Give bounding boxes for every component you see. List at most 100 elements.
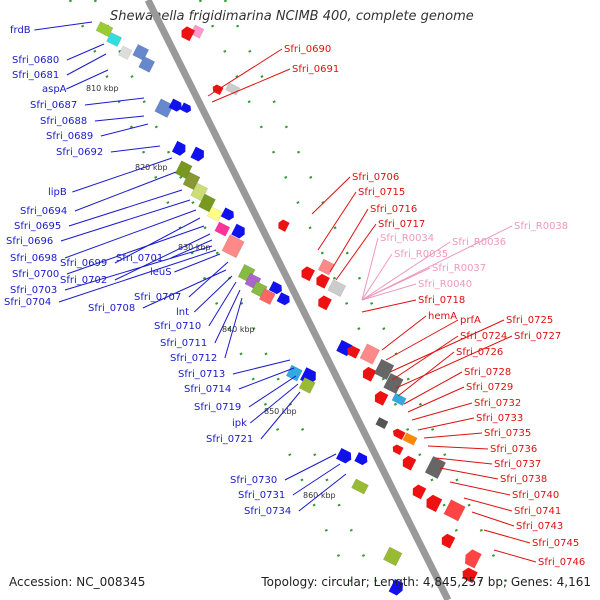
left-gene-label: Sfri_0700 bbox=[12, 269, 59, 280]
gene-block-58 bbox=[382, 546, 403, 567]
gene-feature-4 bbox=[138, 55, 156, 73]
gene-arrow-56 bbox=[426, 494, 443, 513]
gene-feature-2 bbox=[118, 45, 133, 60]
left-gene-leader bbox=[284, 453, 337, 481]
left-gene-leader bbox=[193, 275, 233, 313]
left-gene-leader bbox=[34, 21, 93, 31]
left-gene-label: Sfri_0719 bbox=[194, 402, 241, 413]
left-gene-leader bbox=[84, 97, 145, 106]
right-gene-label: Sfri_0738 bbox=[500, 474, 547, 485]
gene-feature-28 bbox=[268, 281, 282, 295]
gene-block-5 bbox=[190, 24, 205, 39]
kbp-tick-label: 840 kbp bbox=[222, 325, 255, 334]
gene-feature-19 bbox=[220, 207, 234, 221]
gene-block-7 bbox=[154, 98, 174, 118]
left-gene-leader bbox=[214, 289, 241, 344]
right-gene-leader bbox=[407, 386, 465, 413]
right-gene-label: Sfri_0715 bbox=[358, 187, 405, 198]
left-gene-label: Sfri_0711 bbox=[160, 338, 207, 349]
left-gene-leader bbox=[68, 189, 183, 227]
gene-feature-7 bbox=[154, 98, 174, 118]
gene-feature-48 bbox=[392, 444, 404, 456]
left-gene-leader bbox=[248, 375, 297, 408]
right-gene-leader bbox=[391, 335, 459, 381]
left-gene-leader bbox=[114, 233, 211, 281]
left-gene-leader bbox=[74, 171, 177, 212]
gene-arrow-23 bbox=[278, 219, 290, 232]
gene-feature-56 bbox=[426, 494, 443, 513]
gene-feature-20 bbox=[214, 221, 231, 237]
left-gene-label: Sfri_0701 bbox=[116, 253, 163, 264]
right-gene-leader bbox=[385, 319, 459, 361]
left-gene-leader bbox=[224, 297, 243, 359]
left-gene-label: aspA bbox=[42, 84, 67, 95]
left-gene-leader bbox=[260, 391, 301, 440]
gene-block-4 bbox=[138, 55, 156, 73]
gene-block-2 bbox=[118, 45, 133, 60]
right-gene-leader bbox=[317, 191, 357, 251]
left-gene-label: Sfri_0730 bbox=[230, 475, 277, 486]
gene-feature-57 bbox=[443, 499, 466, 522]
gene-block-51 bbox=[424, 455, 447, 480]
gene-feature-22 bbox=[221, 234, 245, 259]
gene-feature-62 bbox=[462, 567, 478, 584]
gene-feature-53 bbox=[336, 447, 352, 464]
gene-feature-1 bbox=[106, 31, 123, 48]
rna-gene-label: Sfri_R0036 bbox=[452, 237, 506, 248]
gene-block-18 bbox=[206, 206, 223, 222]
gene-feature-37 bbox=[298, 376, 316, 394]
gene-arrow-41 bbox=[362, 366, 377, 382]
gene-block-0 bbox=[95, 21, 114, 38]
left-gene-leader bbox=[232, 359, 291, 375]
right-gene-label: Sfri_0729 bbox=[466, 382, 513, 393]
gene-feature-17 bbox=[198, 193, 216, 213]
left-gene-label: frdB bbox=[10, 25, 31, 36]
gene-arrow-60 bbox=[388, 578, 404, 596]
gene-feature-54 bbox=[354, 452, 368, 466]
gene-feature-5 bbox=[190, 24, 205, 39]
left-gene-label: Sfri_0710 bbox=[154, 321, 201, 332]
rna-gene-leader bbox=[361, 237, 379, 301]
left-gene-label: lnt bbox=[176, 307, 189, 318]
gene-block-33 bbox=[327, 279, 347, 297]
left-gene-leader bbox=[208, 281, 237, 327]
gene-arrow-9 bbox=[180, 102, 191, 113]
rna-gene-label: Sfri_R0034 bbox=[380, 233, 434, 244]
left-gene-label: Sfri_0708 bbox=[88, 303, 135, 314]
right-gene-label: Sfri_0717 bbox=[378, 219, 425, 230]
left-gene-leader bbox=[94, 115, 145, 122]
right-gene-leader bbox=[207, 48, 283, 97]
right-gene-leader bbox=[471, 511, 515, 527]
left-gene-leader bbox=[110, 145, 161, 153]
gene-feature-59 bbox=[441, 533, 456, 549]
gene-arrow-8 bbox=[168, 98, 182, 112]
right-gene-leader bbox=[397, 351, 455, 397]
right-gene-leader bbox=[329, 208, 369, 273]
rna-gene-label: Sfri_R0037 bbox=[432, 263, 486, 274]
gene-feature-8 bbox=[168, 98, 182, 112]
gene-feature-45 bbox=[391, 392, 407, 407]
gene-arrow-50 bbox=[402, 455, 417, 471]
gene-feature-41 bbox=[362, 366, 377, 382]
gene-arrow-61 bbox=[465, 549, 482, 569]
rna-gene-leader bbox=[361, 267, 431, 301]
gene-arrow-28 bbox=[268, 281, 282, 295]
right-gene-label: Sfri_0727 bbox=[514, 331, 561, 342]
right-gene-leader bbox=[335, 223, 377, 281]
left-gene-label: Sfri_0702 bbox=[60, 275, 107, 286]
left-gene-label: Sfri_0712 bbox=[170, 353, 217, 364]
gene-block-55 bbox=[351, 478, 369, 495]
gene-feature-46 bbox=[375, 416, 389, 430]
right-gene-leader bbox=[411, 402, 473, 421]
right-gene-label: Sfri_0733 bbox=[476, 413, 523, 424]
right-gene-label: Sfri_0746 bbox=[538, 557, 585, 568]
right-gene-label: Sfri_0725 bbox=[506, 315, 553, 326]
gene-arrow-12 bbox=[171, 140, 186, 156]
gene-arrow-13 bbox=[190, 146, 204, 162]
left-gene-label: Sfri_0734 bbox=[244, 506, 291, 517]
left-gene-label: Sfri_0688 bbox=[40, 116, 87, 127]
gene-block-37 bbox=[298, 376, 316, 394]
left-gene-leader bbox=[66, 69, 109, 90]
right-gene-leader bbox=[493, 549, 537, 563]
gene-feature-40 bbox=[359, 343, 381, 365]
